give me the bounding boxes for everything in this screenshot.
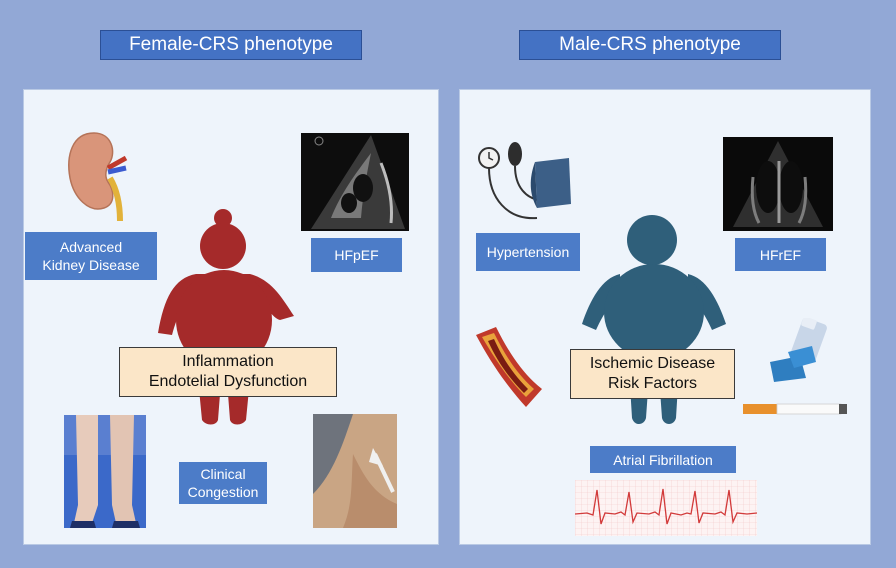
advanced-kidney-disease-label: Advanced Kidney Disease [25,232,157,280]
male-center-line2: Risk Factors [608,375,697,392]
hfpef-label: HFpEF [311,238,402,272]
hfref-label: HFrEF [735,238,826,271]
cigarette-icon [743,401,849,417]
hfref-text: HFrEF [759,246,802,263]
inflammation-endothelial-box: Inflammation Endotelial Dysfunction [119,347,337,397]
hypertension-text: Hypertension [486,244,570,260]
atrial-fibrillation-text: Atrial Fibrillation [613,451,713,468]
artery-plaque-icon [474,325,544,410]
male-title-text: Male-CRS phenotype [559,34,741,55]
ischemic-risk-factors-box: Ischemic Disease Risk Factors [570,349,735,399]
female-center-line2: Endotelial Dysfunction [148,373,308,390]
male-phenotype-title: Male-CRS phenotype [519,30,781,60]
kidney-icon [64,128,144,223]
kidney-label-line2: Kidney Disease [42,257,140,273]
congestion-line2: Congestion [187,484,259,500]
echocardiogram-hfref-image [723,137,833,231]
congestion-line1: Clinical [200,466,246,482]
legs-edema-photo [64,415,146,528]
echocardiogram-hfpef-image [301,133,409,231]
female-title-text: Female-CRS phenotype [129,34,333,55]
kidney-label-line1: Advanced [59,239,123,255]
inhaler-icon [766,318,836,384]
ecg-strip-icon [575,480,757,536]
hfpef-text: HFpEF [334,247,379,263]
atrial-fibrillation-label: Atrial Fibrillation [590,446,736,473]
neck-jugular-photo [313,414,397,528]
blood-pressure-cuff-icon [477,138,574,224]
male-center-line1: Ischemic Disease [589,355,716,372]
clinical-congestion-label: Clinical Congestion [179,462,267,504]
female-phenotype-title: Female-CRS phenotype [100,30,362,60]
female-figure-icon [154,208,299,426]
hypertension-label: Hypertension [476,233,580,271]
female-center-line1: Inflammation [182,353,274,370]
